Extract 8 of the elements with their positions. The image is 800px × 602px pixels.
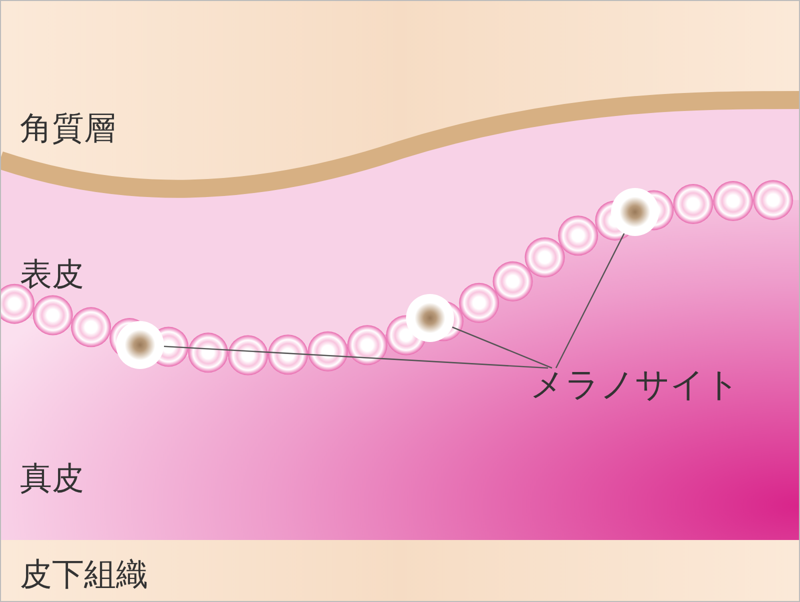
leader-line [452,326,552,369]
layer-label: 角質層 [20,112,116,144]
layer-label: 表皮 [20,258,84,290]
leader-line [164,346,548,369]
callout-label: メラノサイト [530,368,740,402]
layer-label: 皮下組織 [20,558,148,590]
layer-label: 真皮 [20,462,84,494]
leader-line [555,233,625,368]
